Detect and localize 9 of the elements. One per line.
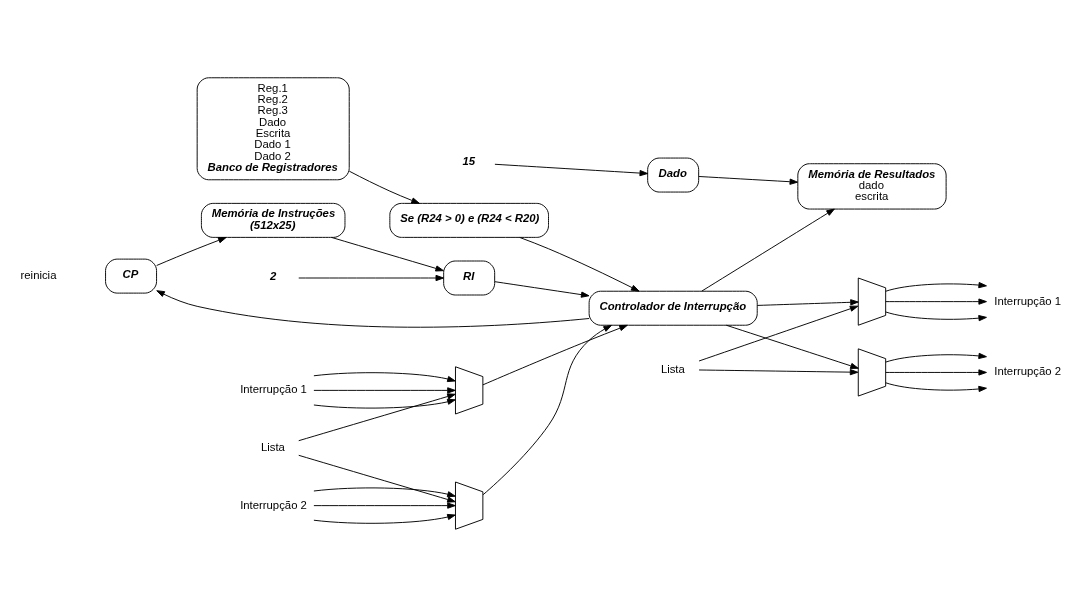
node-text: Lista	[660, 362, 685, 375]
node-text: 2	[269, 269, 277, 282]
label: reinicia	[20, 268, 57, 281]
node-text: Interrupção 1	[240, 382, 307, 395]
node-text: Interrupção 1	[994, 294, 1062, 307]
node-text: Interrupção 2	[240, 498, 307, 511]
node-text: 15	[462, 154, 476, 167]
node-text: Interrupção 2	[994, 364, 1062, 377]
node-text: Lista	[260, 440, 285, 453]
